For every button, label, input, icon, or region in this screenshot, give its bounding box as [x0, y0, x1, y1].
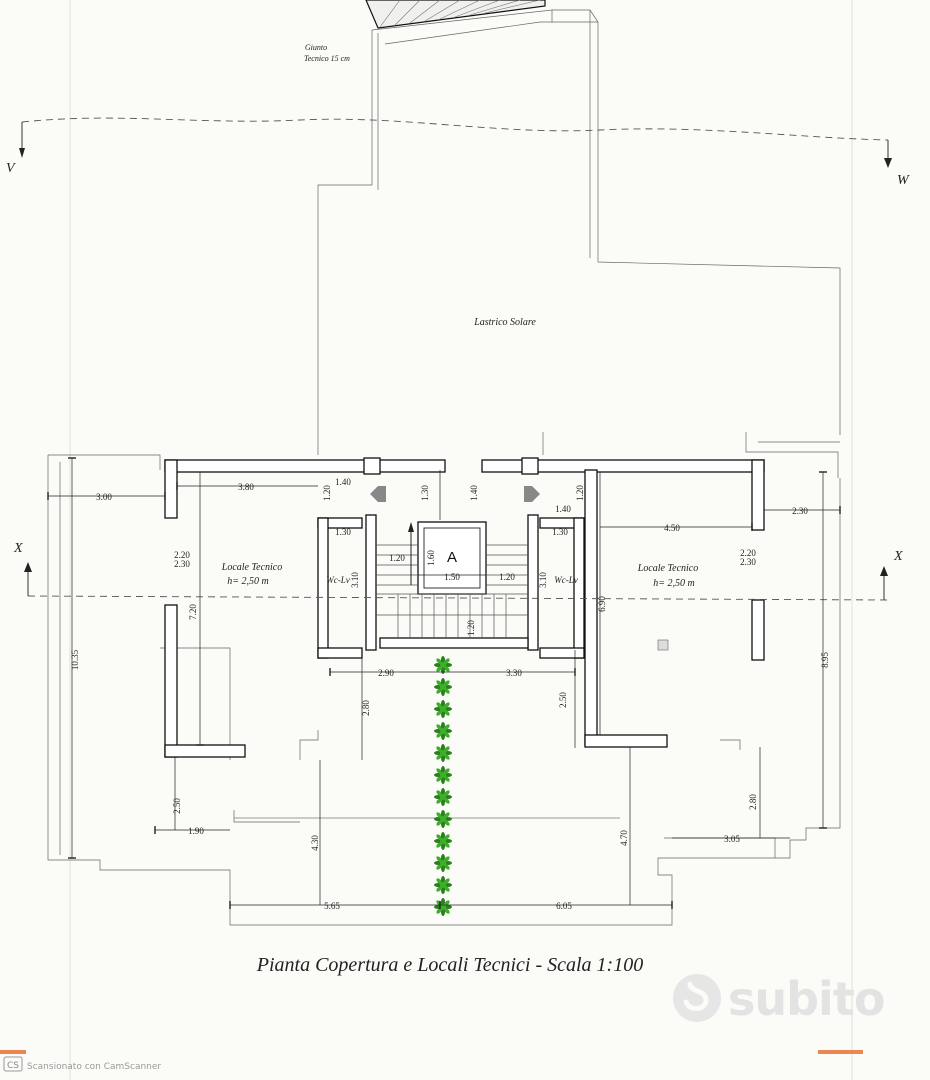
corner-mark-right	[818, 1050, 863, 1054]
plant-icon	[434, 810, 452, 828]
section-line-xx	[24, 562, 889, 601]
plant-icon	[434, 876, 452, 894]
roof-outline	[317, 9, 841, 478]
plant-row	[434, 656, 452, 916]
section-v-left: V	[6, 161, 16, 176]
walls-right-room	[481, 457, 765, 748]
dim-label: 2.80	[748, 794, 758, 810]
dim-label: 1.20	[322, 485, 332, 501]
dim-label: 3.30	[506, 668, 522, 678]
camscanner-text: Scansionato con CamScanner	[27, 1062, 161, 1072]
dim-label: 1.30	[420, 485, 430, 501]
dim-label: 1.40	[335, 477, 351, 487]
plant-icon	[434, 722, 452, 740]
dimension-lines	[47, 457, 841, 909]
subito-brand-text: subito	[728, 972, 884, 1026]
dim-label: 1.40	[555, 504, 571, 514]
plant-icon	[434, 898, 452, 916]
walls-left-room	[164, 457, 446, 758]
plant-icon	[434, 656, 452, 674]
stair-arrow-icon	[408, 522, 414, 532]
dim-label: 1.60	[426, 550, 436, 566]
dim-label: 6.05	[556, 901, 572, 911]
camscanner-icon: CS	[7, 1061, 19, 1071]
dim-label: 3.80	[238, 482, 254, 492]
dim-label: 2.90	[378, 668, 394, 678]
plant-icon	[434, 832, 452, 850]
plant-icon	[434, 678, 452, 696]
subito-watermark: subito	[673, 972, 885, 1026]
drawing-title: Pianta Copertura e Locali Tecnici - Scal…	[256, 954, 643, 976]
height-right-label: h= 2,50 m	[653, 578, 694, 589]
dim-label: 2.50	[558, 692, 568, 708]
dim-label: 10.35	[70, 649, 80, 670]
giunto-label-2: Tecnico 15 cm	[304, 54, 350, 63]
dim-label: 1.30	[552, 527, 568, 537]
dim-label: 3.10	[538, 572, 548, 588]
central-core	[317, 514, 585, 659]
dim-label: 1.90	[188, 826, 204, 836]
dim-label: 2.30	[740, 557, 756, 567]
locale-left-label: Locale Tecnico	[221, 562, 282, 573]
dim-label: 2.20	[174, 550, 190, 560]
room-labels: Giunto Tecnico 15 cm Lastrico Solare Loc…	[6, 43, 910, 589]
dim-label: 1.20	[389, 553, 405, 563]
dim-label: 4.50	[664, 523, 680, 533]
dim-label: 1.40	[469, 485, 479, 501]
adjacent-building-hatch	[365, 0, 546, 29]
section-x-right: X	[893, 549, 903, 564]
dim-label: 4.30	[310, 835, 320, 851]
dim-label: 2.30	[792, 506, 808, 516]
dim-label: 3.00	[96, 492, 112, 502]
dim-label: 2.80	[361, 700, 371, 716]
lastrico-label: Lastrico Solare	[473, 317, 536, 328]
height-left-label: h= 2,50 m	[227, 576, 268, 587]
dim-label: 3.05	[724, 834, 740, 844]
wc-left-label: Wc-Lv	[326, 575, 350, 585]
subito-logo-icon	[673, 974, 721, 1022]
dim-label: 6.90	[597, 596, 607, 612]
wc-right-label: Wc-Lv	[554, 575, 578, 585]
plant-icon	[434, 854, 452, 872]
dim-label: 1.20	[499, 572, 515, 582]
section-line-vw	[19, 117, 892, 168]
section-w-right: W	[897, 173, 910, 188]
entry-arrow-left-icon	[370, 486, 386, 502]
plant-icon	[434, 766, 452, 784]
dim-label: 4.70	[619, 830, 629, 846]
locale-right-label: Locale Tecnico	[637, 563, 698, 574]
dim-label: 8.95	[820, 652, 830, 668]
camscanner-badge: CS Scansionato con CamScanner	[3, 1056, 161, 1072]
dim-label: 2.30	[174, 559, 190, 569]
dim-label: 2.50	[172, 798, 182, 814]
dim-label: 3.10	[350, 572, 360, 588]
dim-label: 2.20	[740, 548, 756, 558]
dimension-labels: 3.00 3.80 1.40 1.20 1.30 1.40 1.40 1.20 …	[70, 477, 830, 911]
giunto-label-1: Giunto	[305, 43, 327, 52]
stair-label-a: A	[447, 549, 457, 566]
section-x-left: X	[13, 541, 23, 556]
dim-label: 1.20	[575, 485, 585, 501]
dim-label: 7.20	[188, 604, 198, 620]
plant-icon	[434, 744, 452, 762]
entry-arrow-right-icon	[524, 486, 540, 502]
dim-label: 1.50	[444, 572, 460, 582]
dim-label: 1.20	[466, 620, 476, 636]
plant-icon	[434, 788, 452, 806]
plant-icon	[434, 700, 452, 718]
corner-mark-left	[0, 1050, 26, 1054]
dim-label: 5.65	[324, 901, 340, 911]
dim-label: 1.30	[335, 527, 351, 537]
